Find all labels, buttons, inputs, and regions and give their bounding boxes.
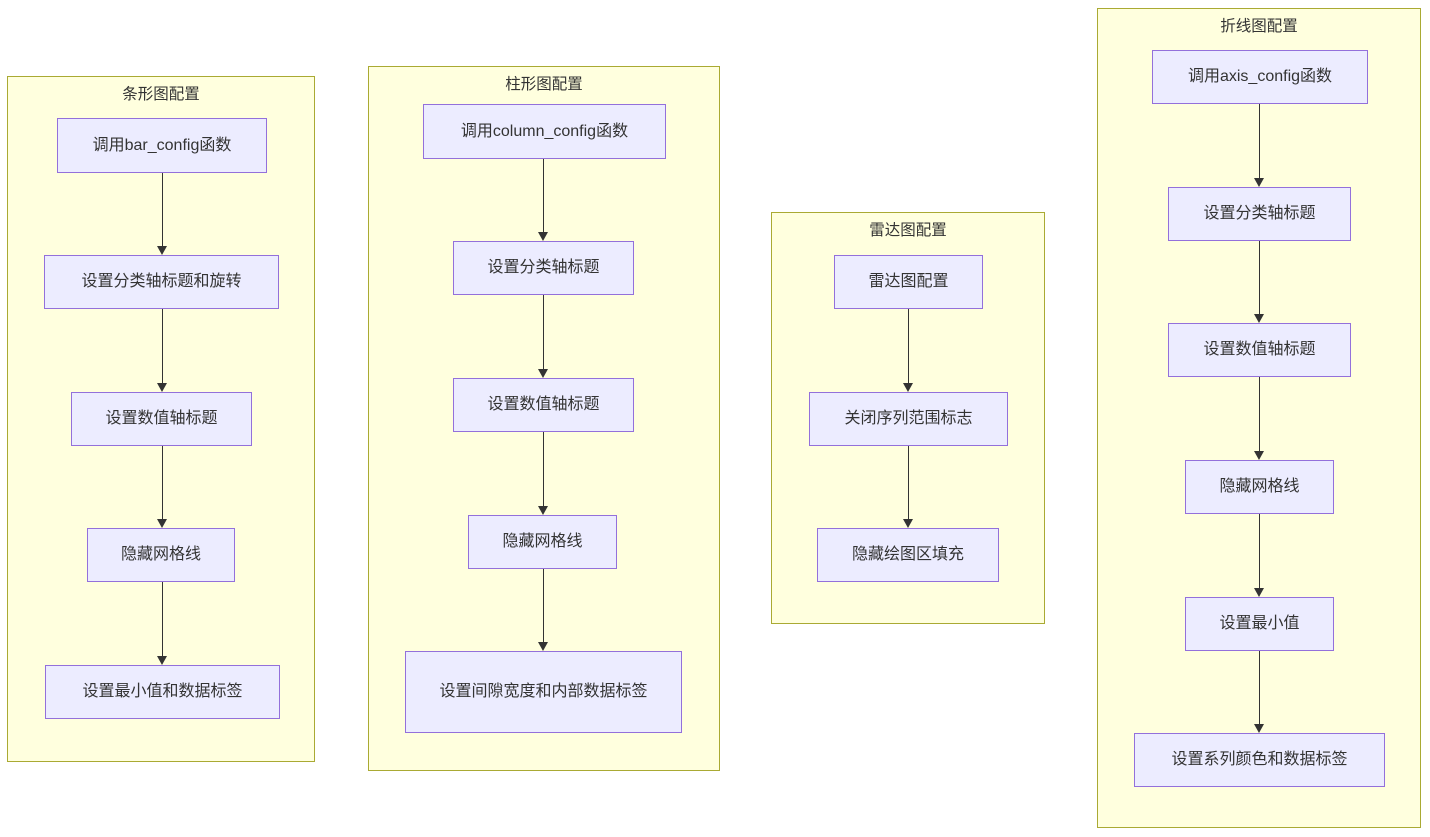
node-column-value-axis-title: 设置数值轴标题 [453, 378, 634, 432]
arrow-down-icon [1254, 651, 1265, 733]
arrow-down-icon [1254, 104, 1265, 187]
node-bar-hide-gridlines: 隐藏网格线 [87, 528, 235, 582]
arrow-down-icon [1254, 514, 1265, 597]
arrow-down-icon [157, 582, 168, 665]
node-line-value-axis-title: 设置数值轴标题 [1168, 323, 1351, 377]
subgraph-title-radar: 雷达图配置 [869, 222, 947, 239]
node-call-axis-config: 调用axis_config函数 [1152, 50, 1368, 104]
node-column-hide-gridlines: 隐藏网格线 [468, 515, 617, 569]
node-column-category-axis-title: 设置分类轴标题 [453, 241, 634, 295]
node-radar-config: 雷达图配置 [834, 255, 983, 309]
arrow-down-icon [538, 569, 549, 651]
arrow-down-icon [538, 295, 549, 378]
node-line-set-min-value: 设置最小值 [1185, 597, 1334, 651]
node-radar-disable-series-range-marker: 关闭序列范围标志 [809, 392, 1008, 446]
node-line-series-color-data-labels: 设置系列颜色和数据标签 [1134, 733, 1385, 787]
arrow-down-icon [538, 432, 549, 515]
arrow-down-icon [157, 446, 168, 528]
node-line-hide-gridlines: 隐藏网格线 [1185, 460, 1334, 514]
node-line-category-axis-title: 设置分类轴标题 [1168, 187, 1351, 241]
subgraph-title-bar: 条形图配置 [122, 86, 200, 103]
arrow-down-icon [1254, 377, 1265, 460]
arrow-down-icon [157, 173, 168, 255]
arrow-down-icon [903, 446, 914, 528]
node-bar-value-axis-title: 设置数值轴标题 [71, 392, 252, 446]
subgraph-title-line: 折线图配置 [1220, 18, 1298, 35]
node-call-bar-config: 调用bar_config函数 [57, 118, 267, 173]
arrow-down-icon [538, 159, 549, 241]
arrow-down-icon [1254, 241, 1265, 323]
node-bar-min-and-data-labels: 设置最小值和数据标签 [45, 665, 280, 719]
arrow-down-icon [903, 309, 914, 392]
node-call-column-config: 调用column_config函数 [423, 104, 666, 159]
arrow-down-icon [157, 309, 168, 392]
node-column-gap-width-inside-labels: 设置间隙宽度和内部数据标签 [405, 651, 682, 733]
subgraph-title-column: 柱形图配置 [505, 76, 583, 93]
node-radar-hide-plot-area-fill: 隐藏绘图区填充 [817, 528, 999, 582]
node-bar-category-axis-title-rotate: 设置分类轴标题和旋转 [44, 255, 279, 309]
